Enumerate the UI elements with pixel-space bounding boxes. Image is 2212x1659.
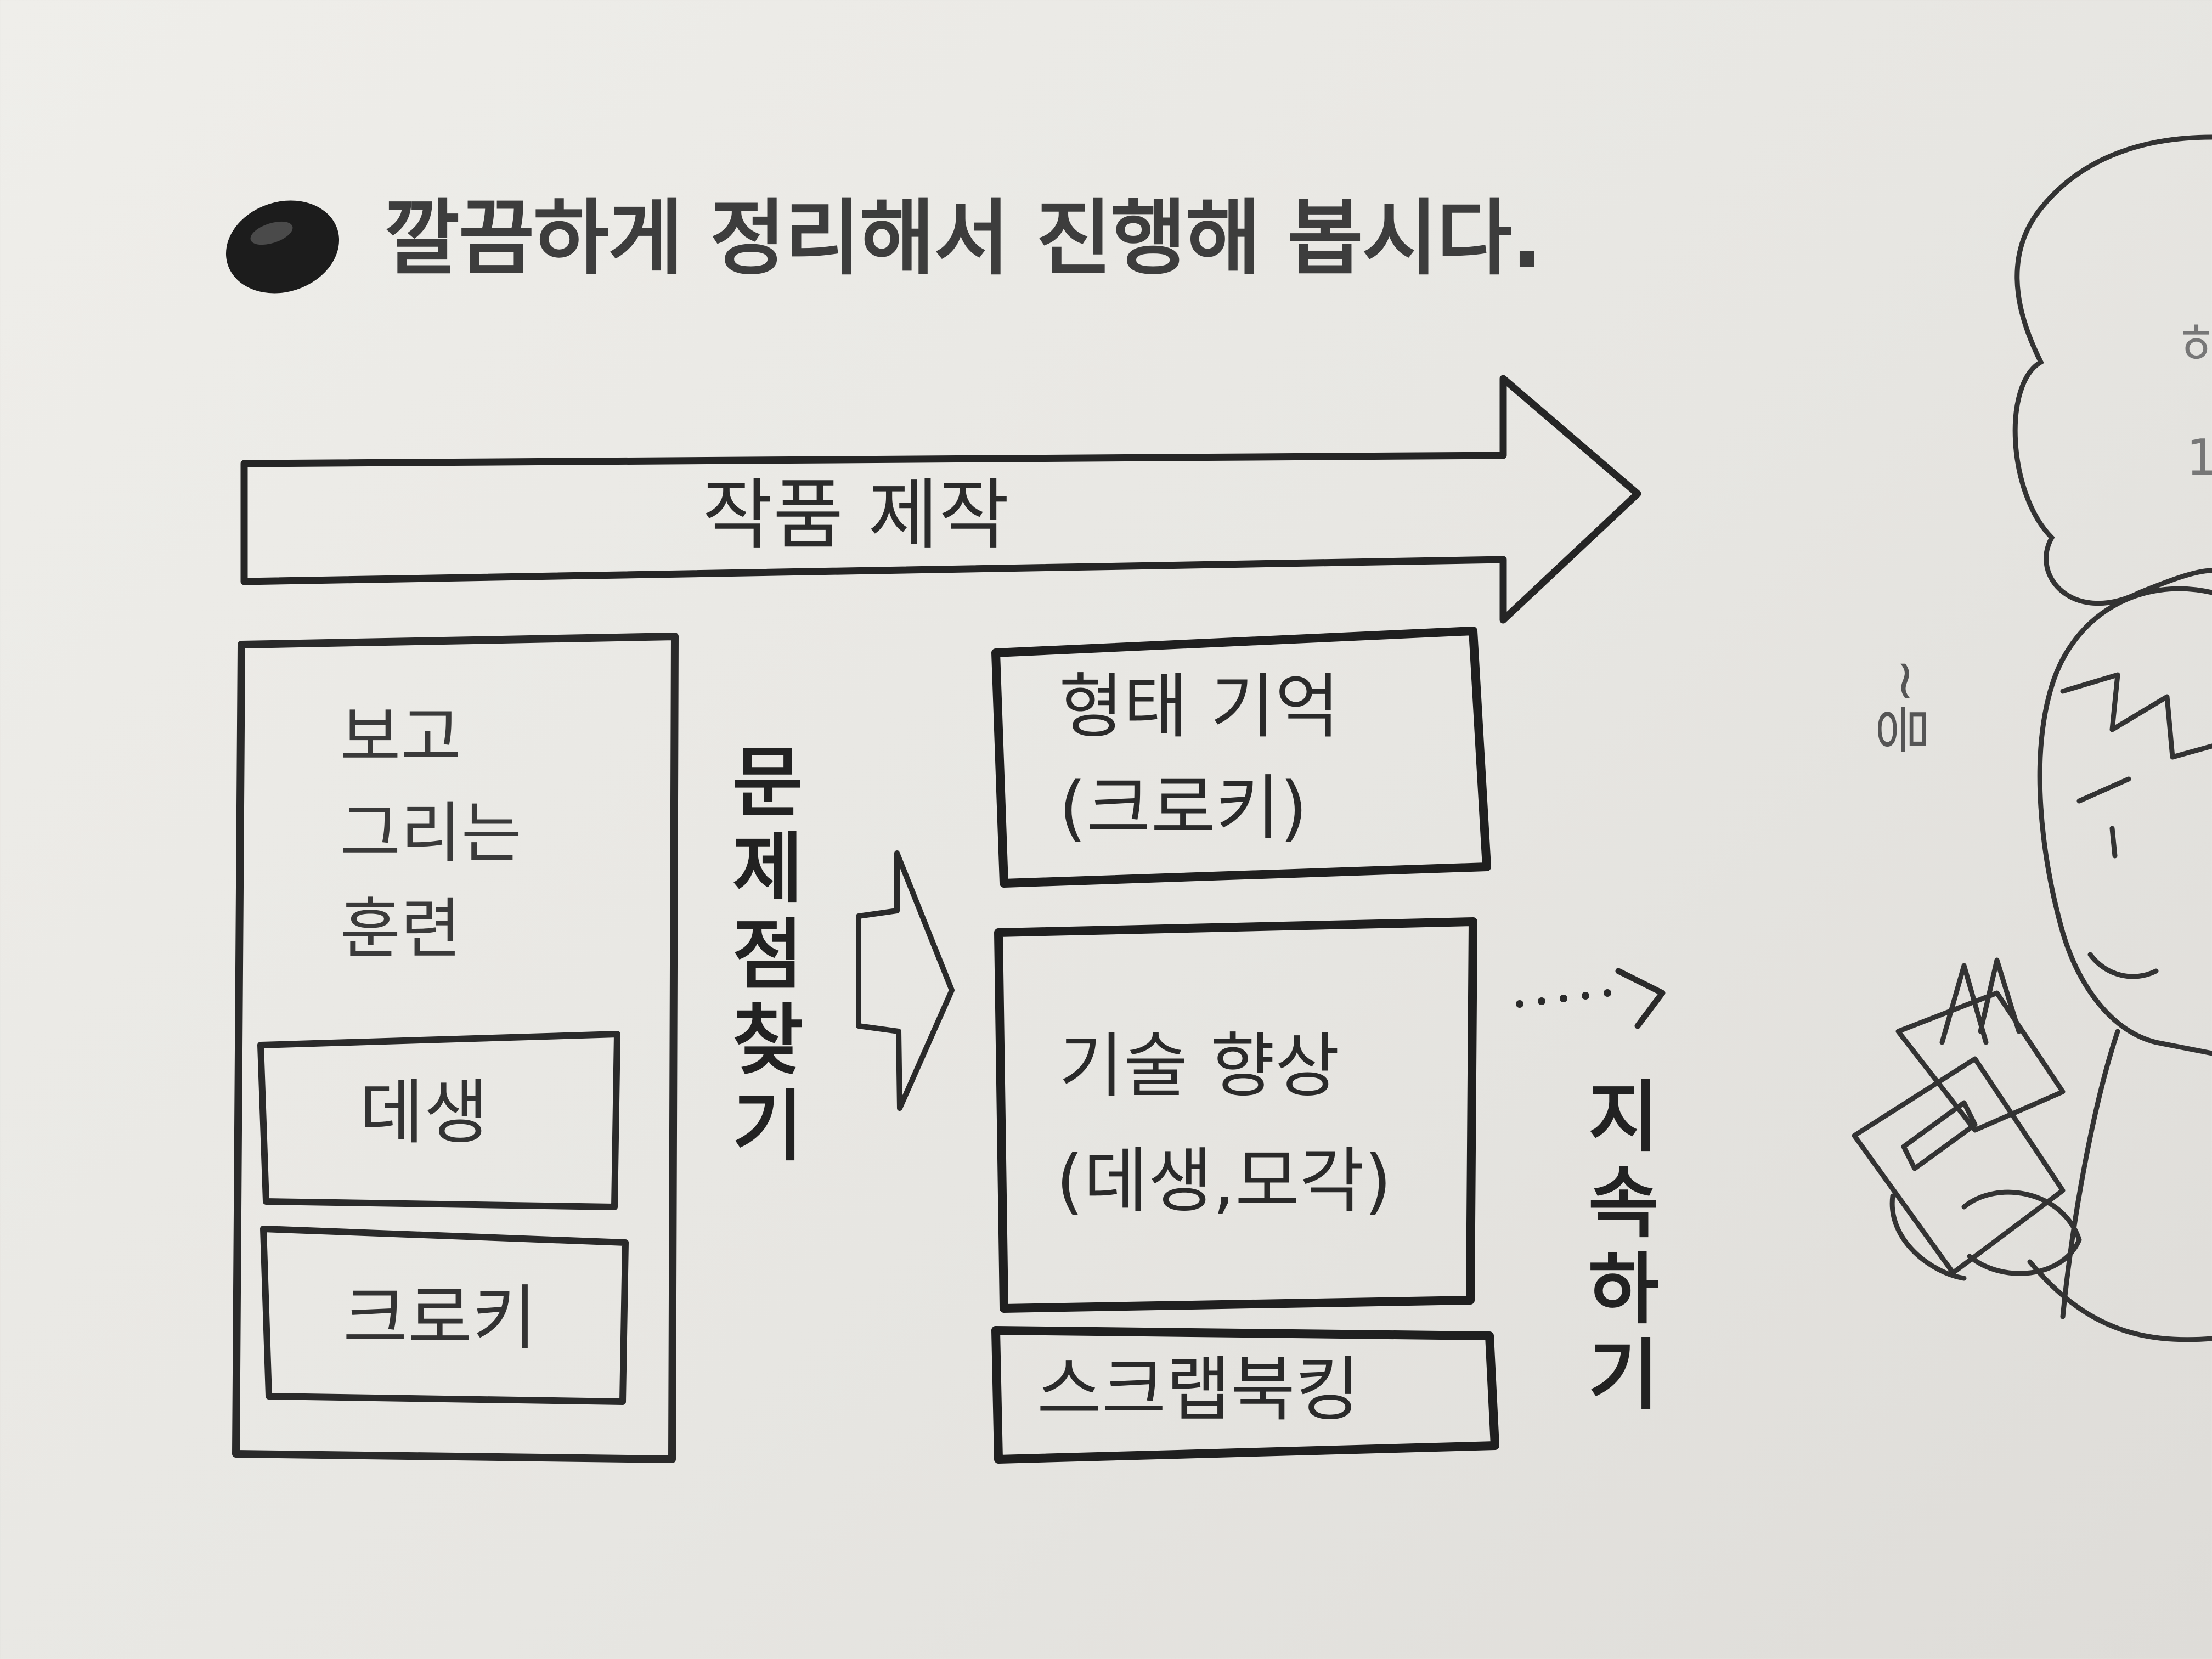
- left-title-line-2: 그리는: [340, 795, 522, 872]
- character-speech: 음~: [1871, 658, 1936, 754]
- middle-arrow-shape: [856, 850, 955, 1111]
- scrapbooking-label: 스크랩북킹: [1037, 1349, 1360, 1431]
- dotted-arrow: [1516, 968, 1666, 1029]
- continue-char-4: 기: [1588, 1331, 1659, 1421]
- problem-finding-label: 문 제 점 찾 기: [732, 738, 803, 1172]
- item-croquis-label: 크로키: [343, 1278, 537, 1359]
- continue-label: 지 속 하 기: [1588, 1075, 1659, 1419]
- box-dessin: [257, 1031, 620, 1210]
- box-croquis: [260, 1226, 629, 1405]
- form-memory-line-1: 형태 기억: [1059, 666, 1340, 748]
- top-arrow-shape: [240, 375, 1641, 624]
- form-memory-line-2: (크로키): [1059, 768, 1308, 849]
- item-dessin-label: 데생: [359, 1072, 489, 1154]
- skill-up-line-1: 기술 향상: [1059, 1025, 1340, 1107]
- continue-char-1: 지: [1588, 1073, 1659, 1163]
- cut-fragment-2: 1: [2186, 429, 2212, 487]
- box-scrapbooking: [991, 1326, 1499, 1464]
- problem-char-1: 문: [732, 738, 803, 828]
- bullet-icon: [225, 200, 340, 294]
- problem-char-2: 제: [732, 824, 803, 914]
- left-title-line-3: 훈련: [340, 891, 461, 968]
- continue-char-2: 속: [1588, 1159, 1659, 1249]
- box-skill-up: [994, 917, 1477, 1313]
- left-outer-box: [232, 633, 679, 1463]
- left-title-line-1: 보고: [340, 699, 461, 776]
- cut-fragment-1: 하: [2181, 319, 2212, 377]
- problem-char-4: 찾: [732, 996, 803, 1086]
- continue-char-3: 하: [1588, 1245, 1659, 1335]
- box-form-memory: [991, 627, 1491, 888]
- top-arrow-label: 작품 제작: [702, 471, 1009, 560]
- page-heading: 깔끔하게 정리해서 진행해 봅시다.: [384, 191, 1543, 286]
- skill-up-line-2: (데생,모각): [1056, 1141, 1392, 1222]
- problem-char-3: 점: [732, 910, 803, 1000]
- character-illustration: [1852, 586, 2212, 1342]
- problem-char-5: 기: [732, 1082, 803, 1172]
